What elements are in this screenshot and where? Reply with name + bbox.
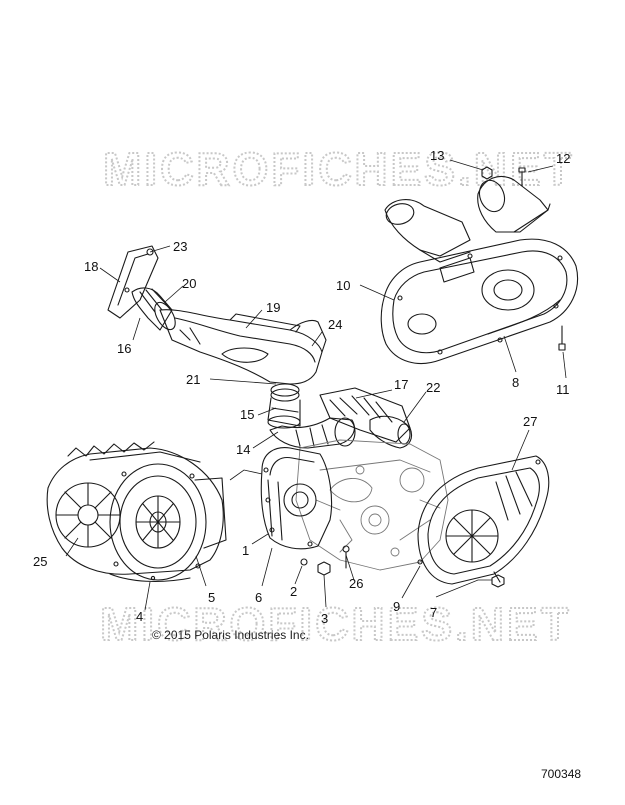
callout-8: 8	[512, 375, 520, 390]
callout-17: 17	[394, 377, 409, 392]
engine-block	[295, 439, 449, 571]
callout-3: 3	[321, 611, 329, 626]
callout-11: 11	[556, 382, 570, 397]
callout-24: 24	[328, 317, 343, 332]
callout-22: 22	[426, 380, 441, 395]
part-1-inner-cover	[260, 447, 333, 550]
svg-text:MICROFICHES.NET: MICROFICHES.NET	[100, 598, 572, 650]
part-25-clutch-housing	[46, 441, 224, 575]
callout-25: 25	[33, 554, 48, 569]
part-3-nut	[317, 561, 331, 576]
cover-duct-right	[477, 176, 551, 233]
callout-18: 18	[84, 259, 99, 274]
callout-10: 10	[336, 278, 351, 293]
part-12-bolt	[518, 167, 526, 187]
callout-20: 20	[182, 276, 197, 291]
diagram-number: 700348	[541, 767, 582, 781]
part-16-20-coupler	[131, 287, 176, 331]
callout-5: 5	[208, 590, 216, 605]
watermark-top: MICROFICHES.NET	[102, 142, 575, 196]
callout-7: 7	[430, 605, 438, 620]
leader-lines	[65, 159, 567, 611]
part-7-bolt	[491, 574, 505, 588]
callout-13: 13	[430, 148, 445, 163]
callout-12: 12	[556, 151, 571, 166]
callout-15: 15	[240, 407, 255, 422]
callout-6: 6	[255, 590, 263, 605]
callout-27: 27	[523, 414, 538, 429]
copyright-notice: © 2015 Polaris Industries Inc.	[152, 628, 309, 642]
part-7-clutch-cover	[417, 455, 550, 585]
svg-text:MICROFICHES.NET: MICROFICHES.NET	[103, 143, 575, 195]
part-14-duct	[269, 417, 356, 449]
watermark-bottom: MICROFICHES.NET	[99, 597, 572, 651]
part-8-gasket	[487, 299, 561, 335]
callout-4: 4	[136, 609, 144, 624]
callout-21: 21	[186, 372, 201, 387]
callout-9: 9	[393, 599, 401, 614]
part-13-nut	[481, 166, 493, 180]
part-18-bracket	[107, 245, 159, 319]
part-2-washer	[300, 558, 308, 566]
part-21-clamp	[270, 383, 300, 402]
part-11-bolt	[558, 325, 566, 351]
callout-16: 16	[117, 341, 132, 356]
callout-23: 23	[173, 239, 188, 254]
part-19-intake-duct	[159, 309, 327, 385]
callout-26: 26	[349, 576, 364, 591]
callout-14: 14	[236, 442, 251, 457]
part-17-boot	[319, 387, 411, 443]
cover-duct-left	[384, 199, 471, 263]
part-5-drive-clutch	[109, 463, 227, 581]
callout-19: 19	[266, 300, 281, 315]
part-26-bolt	[342, 545, 350, 569]
callout-1: 1	[242, 543, 250, 558]
part-10-outer-cover	[380, 238, 578, 364]
part-15-tube	[267, 397, 301, 429]
part-4-housing-lip	[109, 573, 191, 583]
callout-2: 2	[290, 584, 298, 599]
